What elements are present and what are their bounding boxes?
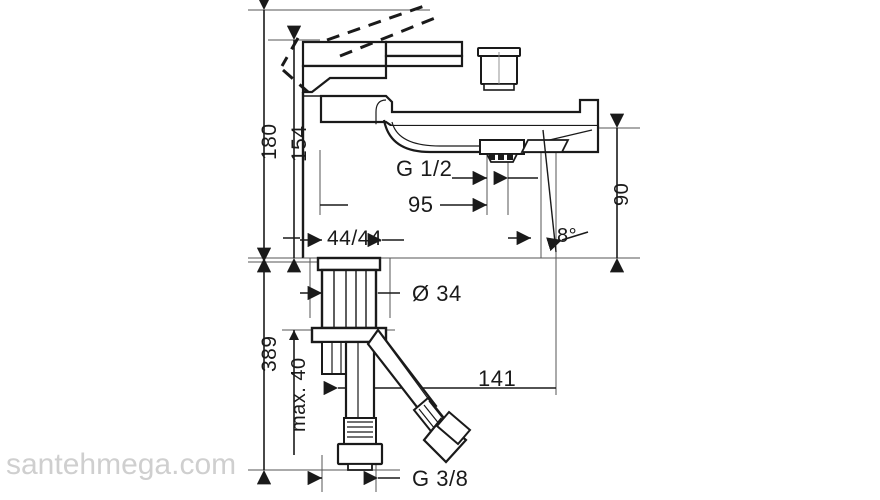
dimension-label-95: 95 — [408, 192, 434, 217]
dimension-label-141: 141 — [478, 366, 517, 391]
site-watermark: santehmega.com — [6, 448, 237, 481]
dimension-label-max-40: max. 40 — [288, 357, 310, 432]
dimension-label-44-44: 44/44 — [327, 227, 383, 250]
dimension-lines — [256, 0, 625, 486]
dimension-label-g-three-eighths: G 3/8 — [412, 466, 469, 491]
dimension-label-diameter-34: Ø 34 — [412, 281, 462, 306]
dimension-label-389: 389 — [258, 335, 281, 372]
faucet-body-outline — [301, 40, 600, 471]
lever-open-position-dashed — [280, 2, 436, 94]
dimension-label-angle: 8° — [557, 225, 578, 247]
dimension-label-90: 90 — [611, 182, 633, 206]
dimension-label-180: 180 — [258, 123, 281, 160]
spray-angle-line — [542, 129, 557, 253]
dimension-label-g-half: G 1/2 — [396, 156, 453, 181]
dimension-label-154: 154 — [288, 125, 311, 162]
